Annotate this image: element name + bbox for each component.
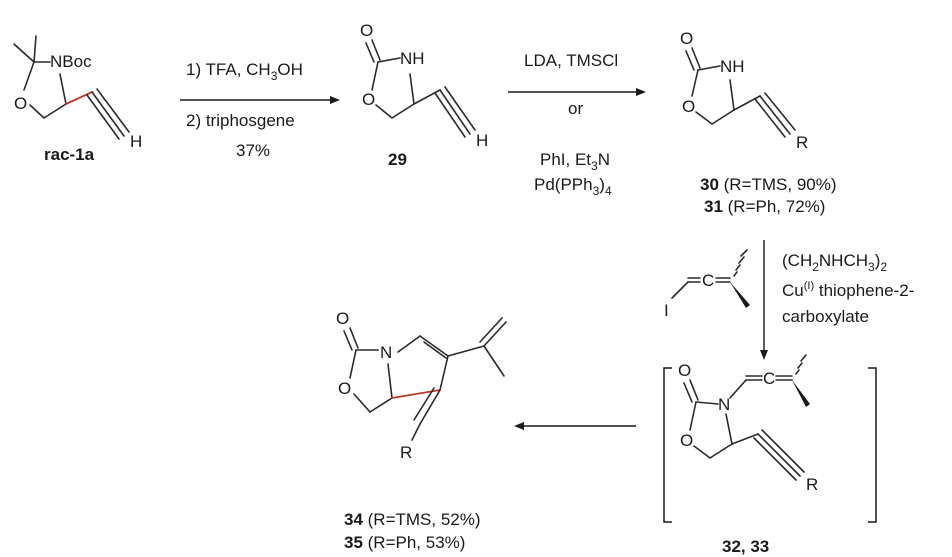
- atom-h: H: [476, 131, 488, 150]
- atom-o-ring: O: [362, 90, 375, 109]
- label-29: 29: [388, 150, 407, 169]
- step1-line2: 2) triphosgene: [186, 111, 295, 130]
- label-rac-1a: rac-1a: [44, 145, 95, 164]
- atom-nh: NH: [720, 57, 745, 76]
- atom-r: R: [400, 443, 412, 462]
- atom-c-allene: C: [702, 271, 714, 290]
- label-34: 34 (R=TMS, 52%): [344, 510, 481, 529]
- atom-r: R: [806, 475, 818, 494]
- reaction-arrow-4: [514, 422, 636, 430]
- atom-o-ring: O: [682, 97, 695, 116]
- reaction-arrow-2: LDA, TMSCl or PhI, Et3N Pd(PPh3)4: [508, 51, 646, 198]
- step3-line1: (CH2NHCH3)2: [782, 251, 887, 274]
- step2-or: or: [568, 99, 583, 118]
- step3-conditions: (CH2NHCH3)2 Cu(I) thiophene-2- carboxyla…: [782, 251, 914, 326]
- label-35: 35 (R=Ph, 53%): [344, 533, 465, 552]
- atom-o: O: [14, 94, 27, 113]
- compound-34-35: O N O R 34 (R=TMS, 52%) 35 (R=Ph, 53%): [336, 309, 507, 552]
- step3-line3: carboxylate: [782, 307, 869, 326]
- label-31: 31 (R=Ph, 72%): [704, 197, 825, 216]
- atom-n: N: [718, 395, 730, 414]
- compound-29: O NH O H 29: [360, 21, 488, 169]
- label-30: 30 (R=TMS, 90%): [700, 175, 837, 194]
- step1-line1: 1) TFA, CH3OH: [186, 60, 303, 83]
- atom-o-ring: O: [680, 431, 693, 450]
- atom-c-allene: C: [763, 369, 775, 388]
- step3-line2: Cu(I) thiophene-2-: [782, 280, 914, 300]
- atom-nboc: NBoc: [50, 52, 92, 71]
- compound-32-33: C O N O R 32, 33: [663, 354, 877, 556]
- atom-o-carbonyl: O: [336, 309, 349, 328]
- atom-r: R: [796, 133, 808, 152]
- atom-i: I: [664, 301, 669, 320]
- reaction-arrow-1: 1) TFA, CH3OH 2) triphosgene 37%: [180, 60, 340, 160]
- step2-bottom2: Pd(PPh3)4: [534, 175, 612, 198]
- step1-yield: 37%: [236, 141, 270, 160]
- reaction-arrow-3: [760, 240, 768, 360]
- step2-top: LDA, TMSCl: [524, 51, 618, 70]
- step2-bottom1: PhI, Et3N: [540, 150, 610, 173]
- atom-o-carbonyl: O: [680, 29, 693, 48]
- atom-o-ring: O: [338, 379, 351, 398]
- atom-o-carbonyl: O: [360, 21, 373, 40]
- atom-n: N: [380, 343, 392, 362]
- atom-h: H: [130, 132, 142, 151]
- compound-30-31: O NH O R 30 (R=TMS, 90%) 31 (R=Ph, 72%): [680, 29, 837, 216]
- compound-rac-1a: NBoc O H rac-1a: [13, 35, 142, 164]
- atom-o-carbonyl: O: [678, 361, 691, 380]
- label-32-33: 32, 33: [722, 537, 769, 556]
- iodoallene-reagent: I C: [664, 249, 750, 320]
- atom-nh: NH: [400, 49, 425, 68]
